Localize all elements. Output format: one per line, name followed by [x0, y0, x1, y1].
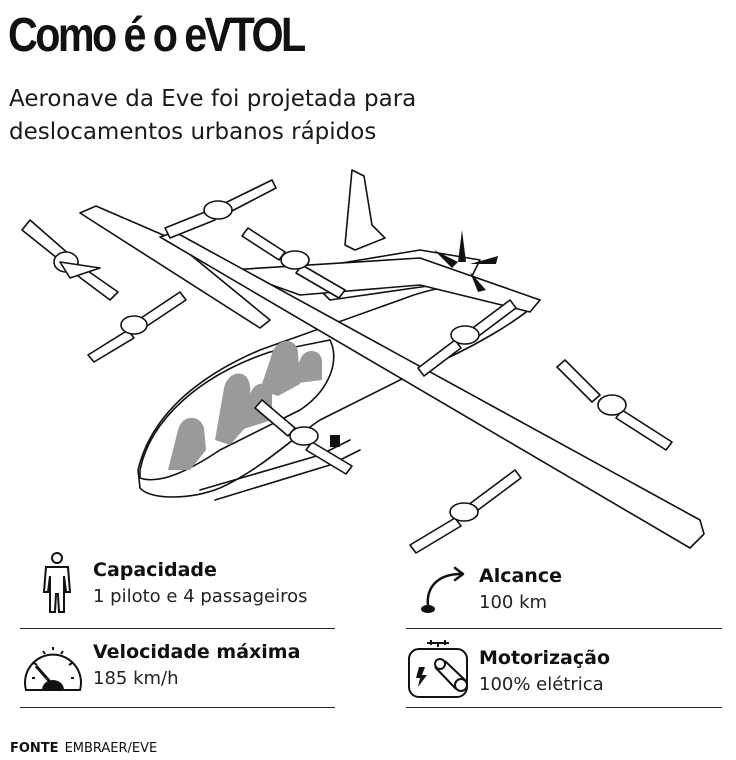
page-subtitle: Aeronave da Eve foi projetada para deslo…: [9, 86, 417, 145]
rotor-fuselage-front: [254, 399, 353, 475]
spec-motor: Motorização 100% elétrica: [407, 637, 727, 699]
pusher-propeller: [434, 230, 498, 292]
spec-speed-label: Velocidade máxima: [93, 641, 301, 663]
rotor-mid-center: [241, 227, 346, 299]
electric-motor-icon: [408, 640, 468, 698]
spec-capacity: Capacidade 1 piloto e 4 passageiros: [37, 550, 337, 620]
spec-range-label: Alcance: [479, 565, 562, 587]
source-value: EMBRAER/EVE: [64, 741, 158, 756]
occupant-passenger-4: [290, 351, 322, 384]
rotor-mid-left: [87, 291, 187, 363]
divider-motor: [406, 707, 722, 708]
evtol-illustration: [21, 169, 705, 554]
rotor-front-left: [21, 219, 119, 301]
spec-capacity-label: Capacidade: [93, 559, 217, 581]
landing-gear-block: [330, 435, 340, 447]
person-icon: [42, 552, 72, 613]
source-line: FONTE EMBRAER/EVE: [10, 741, 157, 756]
rotor-rear-right: [409, 469, 522, 554]
spec-range: Alcance 100 km: [415, 560, 725, 620]
spec-capacity-value: 1 piloto e 4 passageiros: [93, 586, 308, 607]
rotor-front-right: [164, 179, 277, 239]
fuselage: [137, 283, 541, 498]
spec-motor-value: 100% elétrica: [479, 674, 604, 695]
source-label: FONTE: [10, 741, 59, 756]
rotor-right-wing: [417, 299, 517, 377]
tail-fin: [344, 169, 386, 251]
divider-speed: [20, 707, 335, 708]
range-arrow-icon: [421, 566, 465, 613]
spec-range-value: 100 km: [479, 592, 548, 613]
occupant-pilot: [168, 417, 206, 470]
spec-speed: Velocidade máxima 185 km/h: [22, 638, 342, 698]
spec-speed-value: 185 km/h: [93, 668, 179, 689]
spec-motor-label: Motorização: [479, 647, 610, 669]
speedometer-icon: [24, 647, 82, 691]
divider-capacity: [20, 628, 335, 629]
occupant-passenger-3: [260, 340, 300, 396]
page-title: Como é o eVTOL: [8, 9, 306, 62]
divider-range: [406, 628, 722, 629]
rotor-far-right: [556, 359, 673, 451]
